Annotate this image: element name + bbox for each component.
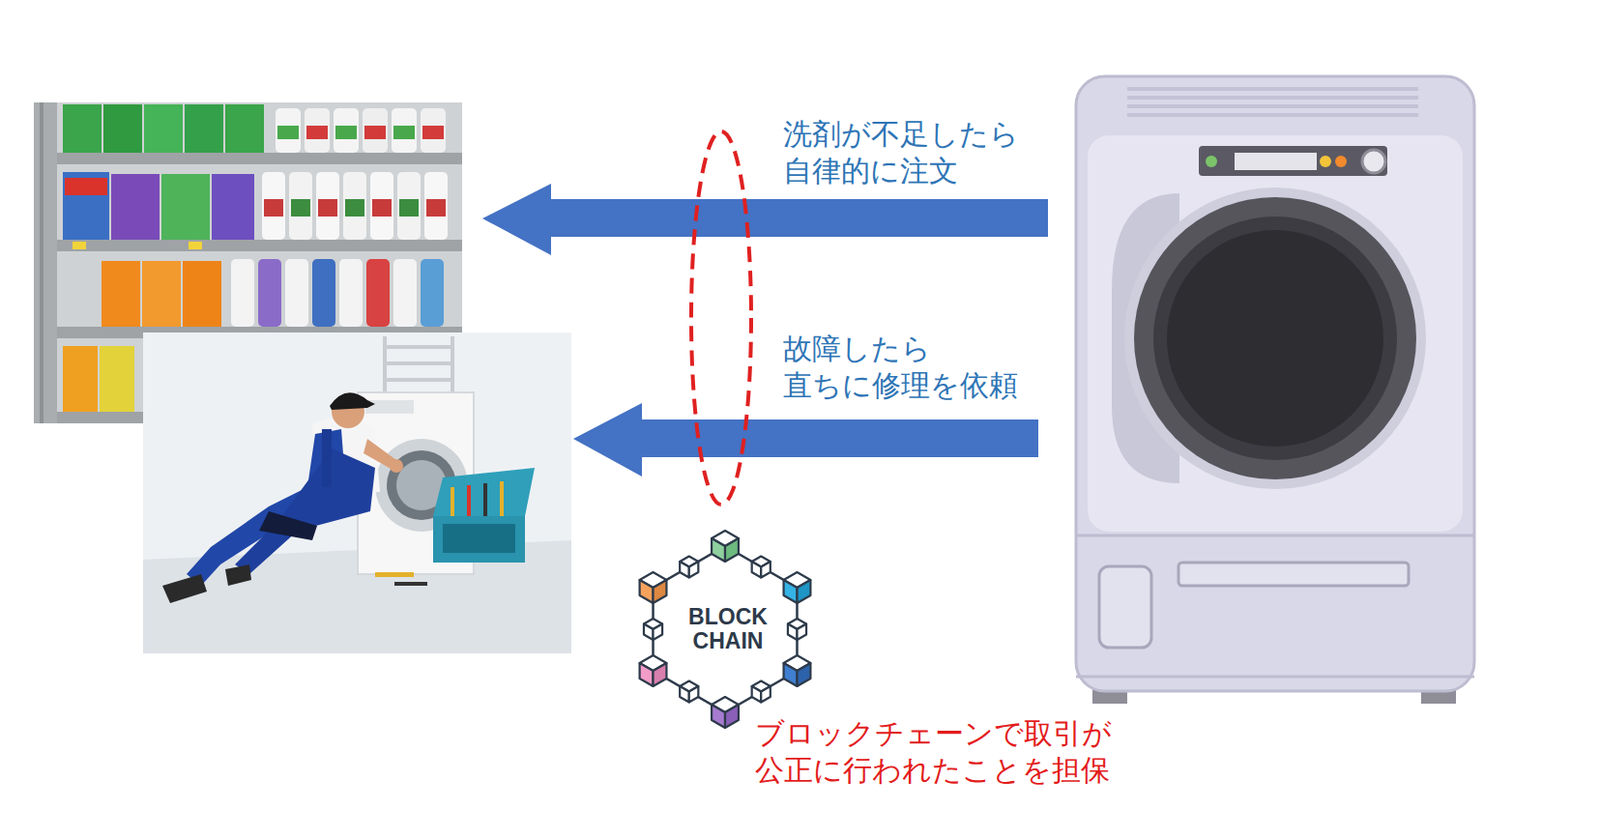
arrow <box>573 403 1039 477</box>
node-text: BLOCK CHAIN <box>674 605 782 654</box>
towel-rail <box>384 336 453 401</box>
arrow-caption: 故障したら 直ちに修理を依頼 <box>783 330 1064 405</box>
shelf-row <box>101 259 444 327</box>
washing-machine <box>1076 76 1475 704</box>
shelf-row <box>62 346 135 414</box>
repair-photo <box>143 332 572 654</box>
arrow <box>482 183 1048 256</box>
blockchain-icon: BLOCK CHAIN <box>628 522 822 737</box>
shelf-row <box>62 172 448 240</box>
dashed-ellipse <box>691 131 752 505</box>
shelf-row <box>62 104 446 153</box>
repairman <box>162 392 404 604</box>
note-text: ブロックチェーンで取引が 公正に行われたことを担保 <box>755 715 1142 789</box>
toolbox <box>375 467 535 586</box>
arrow-caption: 洗剤が不足したら 自律的に注文 <box>783 116 1064 190</box>
